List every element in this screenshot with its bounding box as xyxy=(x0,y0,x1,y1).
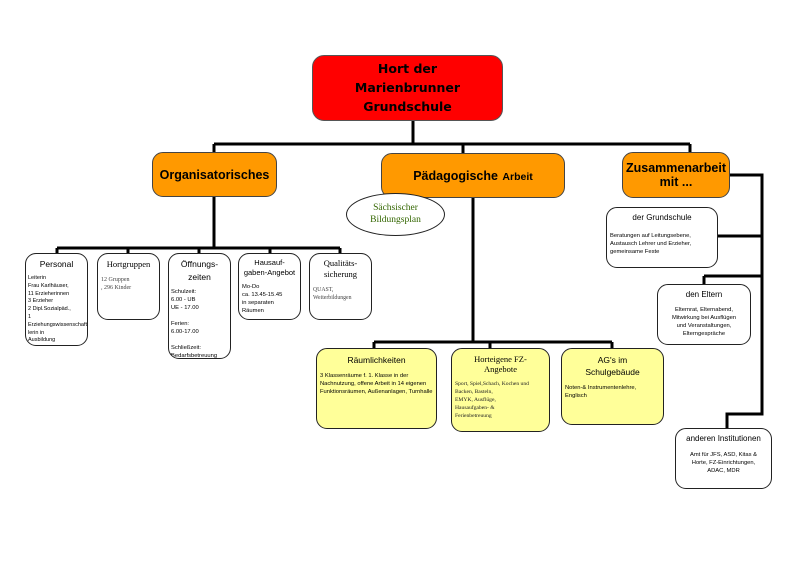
ellipse-text: Sächsischer Bildungsplan xyxy=(370,203,421,225)
node-horteigene-angebote: Horteigene FZ- Angebote Sport, Spiel,Sch… xyxy=(451,348,550,432)
ellipse-saechsischer-bildungsplan: Sächsischer Bildungsplan xyxy=(346,193,445,236)
node-zusammenarbeit-title-line2: mit ... xyxy=(659,175,693,189)
node-den-eltern: den Eltern Elternrat, Elternabend, Mitwi… xyxy=(657,284,751,345)
node-zusammenarbeit: Zusammenarbeit mit ... xyxy=(622,152,730,198)
node-institutionen-title: anderen Institutionen xyxy=(686,434,761,443)
node-qualitaet-body: QUAST, Weiterbildungen xyxy=(313,287,352,301)
node-oeffnungszeiten: Öffnungs- zeiten Schulzeit: 6.00 - UB UE… xyxy=(168,253,231,359)
node-hortgruppen-body: 12 Gruppen , 296 Kinder xyxy=(101,277,132,291)
node-raeumlichkeiten-body: 3 Klassenräume f. 1. Klasse in der Nachn… xyxy=(320,373,433,395)
node-paedagogik-title-part2: Arbeit xyxy=(502,170,533,183)
root-title-line1: Hort der xyxy=(377,61,438,76)
node-hortgruppen-title: Hortgruppen xyxy=(106,259,151,269)
node-paedagogik-title-part1: Pädagogische xyxy=(413,168,498,183)
connector-zusammenarbeit xyxy=(702,173,764,428)
node-personal-body: Leiterin Frau Karlhäuser, 11 Erzieherinn… xyxy=(28,275,88,344)
node-eltern-title: den Eltern xyxy=(685,290,723,299)
connector-root xyxy=(212,120,692,156)
node-hausaufgaben-title: Hausauf- gaben-Angebot xyxy=(243,258,296,277)
node-ags-body: Noten-& Instrumentenlehre, Englisch xyxy=(565,385,637,399)
node-ags-im-schulgebaeude: AG's im Schulgebäude Noten-& Instrumente… xyxy=(561,348,664,425)
node-der-grundschule: der Grundschule Beratungen auf Leitungse… xyxy=(606,207,718,268)
node-qualitaet-title: Qualitäts- sicherung xyxy=(323,258,358,279)
node-ags-title: AG's im Schulgebäude xyxy=(585,355,640,377)
root-title-line3: Grundschule xyxy=(363,99,452,114)
node-organisatorisches: Organisatorisches xyxy=(152,152,277,197)
node-zusammenarbeit-title-line1: Zusammenarbeit xyxy=(625,161,727,175)
node-eltern-body: Elternrat, Elternabend, Mitwirkung bei A… xyxy=(671,307,737,337)
node-raeumlichkeiten-title: Räumlichkeiten xyxy=(347,355,406,365)
node-andere-institutionen: anderen Institutionen Amt für JFS, ASD, … xyxy=(675,428,772,489)
connector-organisatorisches xyxy=(55,196,342,254)
node-hausaufgaben-body: Mo-Do ca. 13.45-15.45 in separaten Räume… xyxy=(242,284,283,314)
node-qualitaetssicherung: Qualitäts- sicherung QUAST, Weiterbildun… xyxy=(309,253,372,320)
node-hausaufgaben-angebot: Hausauf- gaben-Angebot Mo-Do ca. 13.45-1… xyxy=(238,253,301,320)
node-oeffnungszeiten-title: Öffnungs- zeiten xyxy=(180,259,219,282)
node-institutionen-body: Amt für JFS, ASD, Kitas & Horte, FZ-Einr… xyxy=(689,452,757,474)
node-organisatorisches-title: Organisatorisches xyxy=(159,167,270,182)
node-hortgruppen: Hortgruppen 12 Gruppen , 296 Kinder xyxy=(97,253,160,320)
node-raeumlichkeiten: Räumlichkeiten 3 Klassenräume f. 1. Klas… xyxy=(316,348,437,429)
node-paedagogische-arbeit: Pädagogische Arbeit xyxy=(381,153,565,198)
node-oeffnungszeiten-body: Schulzeit: 6.00 - UB UE - 17.00 Ferien: … xyxy=(171,289,218,359)
node-paedagogik-title: Pädagogische Arbeit xyxy=(413,167,533,185)
node-personal-title: Personal xyxy=(39,259,74,269)
node-horteigene-title: Horteigene FZ- Angebote xyxy=(474,354,527,374)
root-node-hort: Hort der Marienbrunner Grundschule xyxy=(312,55,503,121)
node-grundschule-title: der Grundschule xyxy=(632,213,692,222)
node-grundschule-body: Beratungen auf Leitungsebene, Austausch … xyxy=(610,233,692,255)
root-title-line2: Marienbrunner xyxy=(354,80,461,95)
connector-paedagogik xyxy=(372,197,614,349)
node-horteigene-body: Sport, Spiel,Schach, Kochen und Backen, … xyxy=(455,381,529,419)
node-personal: Personal Leiterin Frau Karlhäuser, 11 Er… xyxy=(25,253,88,346)
